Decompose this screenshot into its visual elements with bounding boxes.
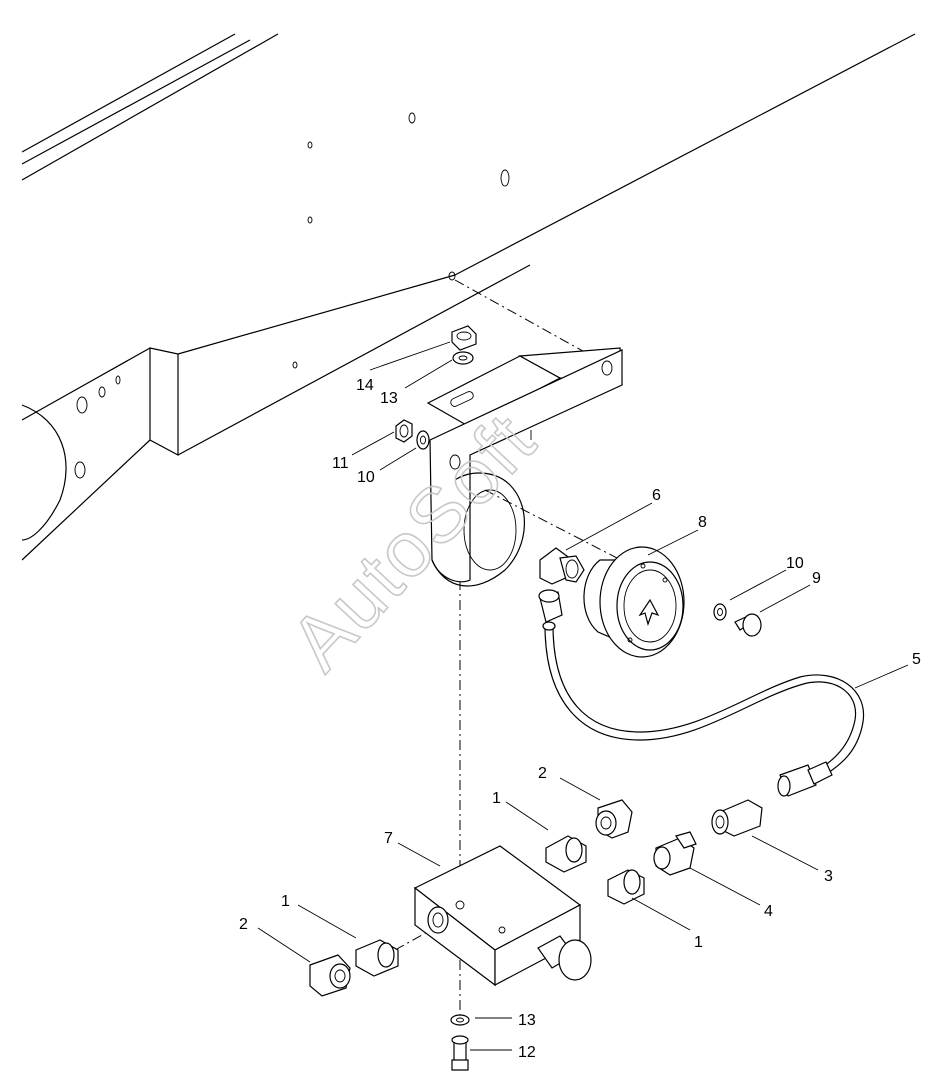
pressure-gauge-8 xyxy=(583,546,685,658)
leader-lines xyxy=(257,341,909,1051)
nut-11 xyxy=(395,419,413,443)
adapter-1-right xyxy=(607,869,645,905)
callout-8: 8 xyxy=(698,514,707,531)
elbow-fitting-6 xyxy=(539,547,585,585)
adapter-1-upper xyxy=(545,835,587,873)
callout-13-bottom: 13 xyxy=(518,1012,536,1029)
bolt-12 xyxy=(451,1035,469,1071)
callout-2-lower: 2 xyxy=(239,916,248,933)
washer-13-top xyxy=(452,351,474,365)
mounting-bracket xyxy=(426,347,623,587)
callout-1-right: 1 xyxy=(694,934,703,951)
callout-1-left: 1 xyxy=(281,893,290,910)
callout-11: 11 xyxy=(332,455,349,472)
washer-10-right xyxy=(713,603,727,621)
callout-labels: 14 13 11 10 6 8 10 9 5 2 1 7 3 4 1 1 2 1… xyxy=(239,377,921,1061)
screw-9 xyxy=(734,613,762,637)
callout-2-upper: 2 xyxy=(538,765,547,782)
adapter-1-left xyxy=(355,939,399,977)
washer-13-bottom xyxy=(450,1014,470,1026)
callout-9: 9 xyxy=(812,570,821,587)
elbow-2-left xyxy=(309,954,351,997)
chassis-frame xyxy=(21,33,916,561)
nut-14-top xyxy=(451,325,477,351)
hose-5 xyxy=(538,589,865,797)
callout-7: 7 xyxy=(384,830,393,847)
tee-fitting-4 xyxy=(653,831,697,876)
watermark-text: AutoSoft xyxy=(273,396,552,687)
callout-4: 4 xyxy=(764,903,773,920)
elbow-3 xyxy=(711,799,763,837)
callout-12: 12 xyxy=(518,1044,536,1061)
centre-line-bolt xyxy=(454,279,591,356)
callout-1-upper: 1 xyxy=(492,790,501,807)
callout-10-left: 10 xyxy=(357,469,375,486)
callout-14: 14 xyxy=(356,377,374,394)
callout-10-right: 10 xyxy=(786,555,804,572)
valve-block-7 xyxy=(413,845,592,987)
washer-10-left xyxy=(416,430,430,450)
callout-5: 5 xyxy=(912,651,921,668)
callout-13-top: 13 xyxy=(380,390,398,407)
callout-3: 3 xyxy=(824,868,833,885)
callout-6: 6 xyxy=(652,487,661,504)
elbow-2-right xyxy=(595,799,633,839)
